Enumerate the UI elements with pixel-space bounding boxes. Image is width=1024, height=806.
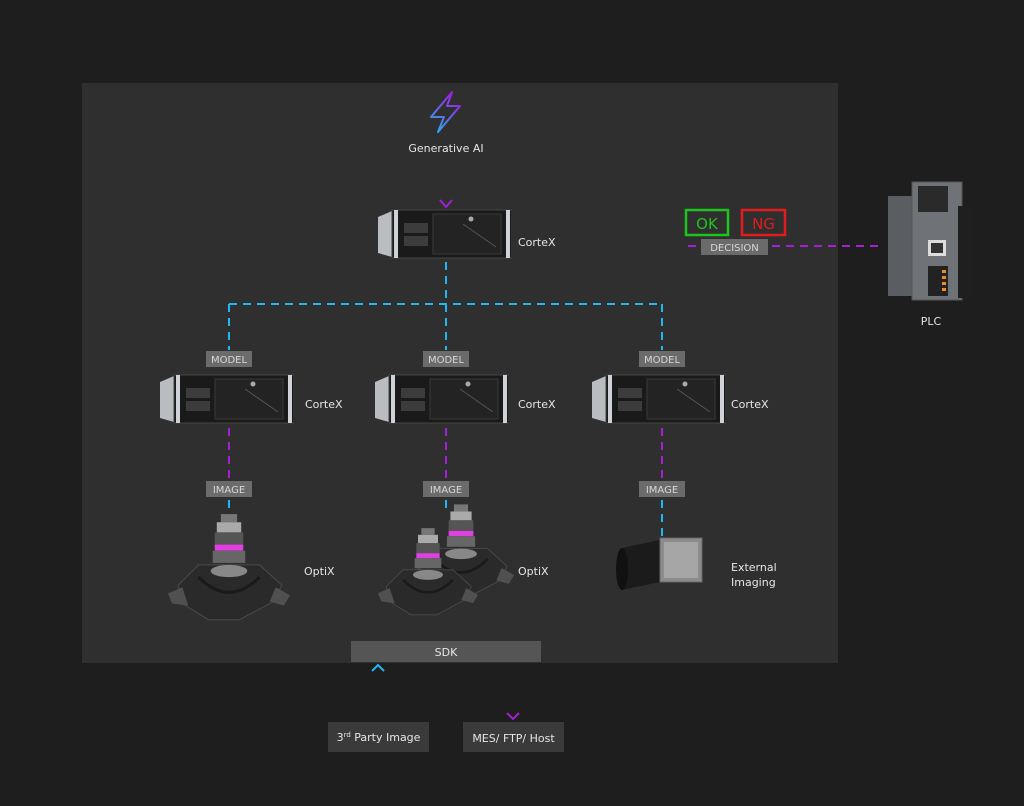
external-imaging-label-line2: Imaging [731, 576, 776, 589]
image-tag [206, 481, 252, 497]
arrow-down-icon [439, 199, 453, 209]
model-tag-text: MODEL [211, 355, 248, 366]
third-party-image-box [328, 722, 429, 752]
decision-tag [701, 239, 768, 255]
image-tag-text: IMAGE [646, 485, 678, 496]
model-tag-text: MODEL [644, 355, 681, 366]
image-tag-text: IMAGE [430, 485, 462, 496]
cortex-server [160, 374, 294, 424]
image-tag [423, 481, 469, 497]
ok-text: OK [696, 215, 719, 233]
cortex-label: CorteX [731, 398, 769, 411]
pipeline-column-2: MODEL CorteX IMAGE OptiX [375, 351, 556, 617]
pipeline-column-1: MODEL CorteX IMAGE OptiX [160, 351, 343, 622]
sdk-bar [351, 641, 541, 662]
optix-label: OptiX [304, 565, 335, 578]
model-distribution-lines [228, 262, 663, 350]
external-camera [616, 537, 703, 590]
plc-device [888, 181, 972, 301]
third-party-image-label: 3rd Party Image [337, 731, 421, 744]
optix-label: OptiX [518, 565, 549, 578]
cortex-label: CorteX [305, 398, 343, 411]
top-cortex-server [378, 209, 512, 259]
generative-ai-label: Generative AI [408, 142, 483, 155]
cortex-label: CorteX [518, 398, 556, 411]
image-tag-text: IMAGE [213, 485, 245, 496]
image-tag [639, 481, 685, 497]
lightning-bolt-icon [430, 91, 461, 133]
pipeline-column-3: MODEL CorteX IMAGE External Imaging [592, 351, 777, 590]
model-tag [639, 351, 685, 367]
external-imaging-label-line1: External [731, 561, 777, 574]
cortex-server [592, 374, 726, 424]
arrow-down-icon [506, 712, 520, 721]
model-tag [423, 351, 469, 367]
mes-ftp-host-box [463, 722, 564, 752]
mes-ftp-host-label: MES/ FTP/ Host [472, 732, 555, 745]
plc-label: PLC [921, 315, 942, 328]
decision-tag-text: DECISION [710, 243, 759, 254]
ok-badge [684, 208, 730, 237]
cortex-server [375, 374, 509, 424]
model-tag-text: MODEL [428, 355, 465, 366]
model-tag [206, 351, 252, 367]
ng-text: NG [752, 215, 775, 233]
ng-badge [740, 208, 787, 237]
top-cortex-label: CorteX [518, 236, 556, 249]
arrow-up-icon [371, 663, 385, 672]
sdk-label: SDK [435, 646, 458, 659]
